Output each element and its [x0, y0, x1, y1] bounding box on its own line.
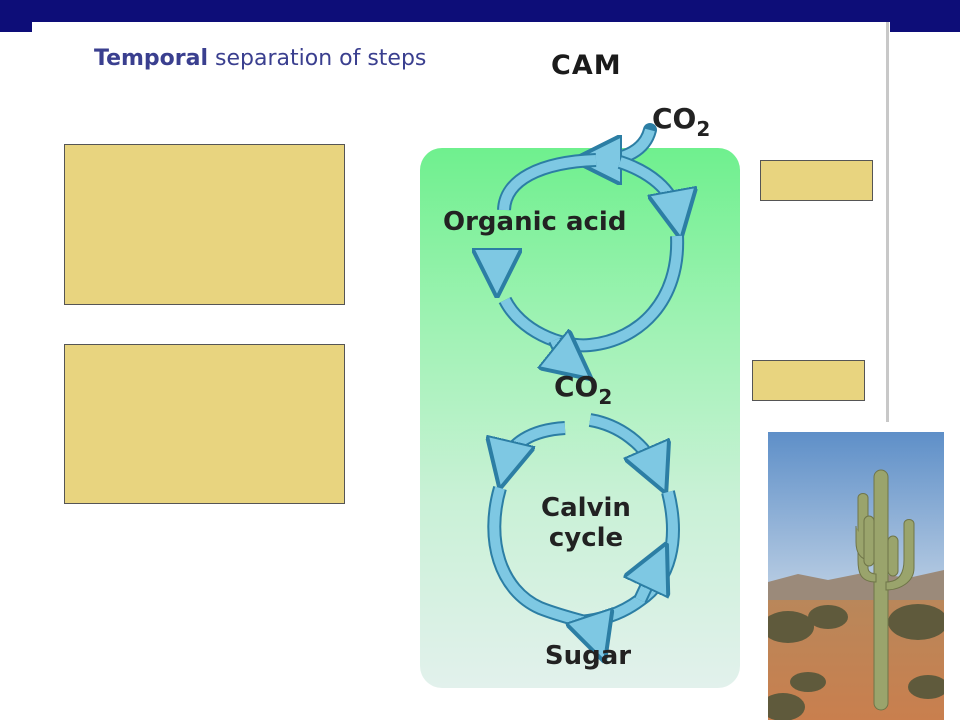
- cam-title: CAM: [551, 50, 622, 81]
- slide-title: Temporal separation of steps: [94, 46, 426, 71]
- co2-inflow-arrow: [600, 123, 657, 160]
- header-accent-right: [890, 22, 960, 32]
- sugar-label: Sugar: [545, 641, 631, 671]
- calvin-label-line2: cycle: [549, 523, 623, 553]
- slide-title-bold: Temporal: [94, 46, 209, 71]
- note-box-top-right: [760, 160, 873, 201]
- cactus-photo: [768, 432, 944, 720]
- organic-acid-label: Organic acid: [443, 207, 626, 237]
- note-box-bottom-left: [64, 344, 345, 504]
- calvin-label-line1: Calvin: [541, 493, 631, 523]
- co2-top-label: CO2: [652, 102, 710, 141]
- note-box-mid-right: [752, 360, 865, 401]
- header-bar: [0, 0, 960, 22]
- header-accent-left: [0, 22, 32, 32]
- organic-acid-cycle: [497, 153, 677, 362]
- calvin-cycle: [494, 413, 680, 636]
- note-box-top-left: [64, 144, 345, 305]
- co2-mid-label: CO2: [554, 370, 612, 409]
- slide-title-rest: separation of steps: [208, 46, 427, 71]
- slide-divider: [886, 22, 889, 422]
- saguaro-cactus-image: [768, 432, 944, 720]
